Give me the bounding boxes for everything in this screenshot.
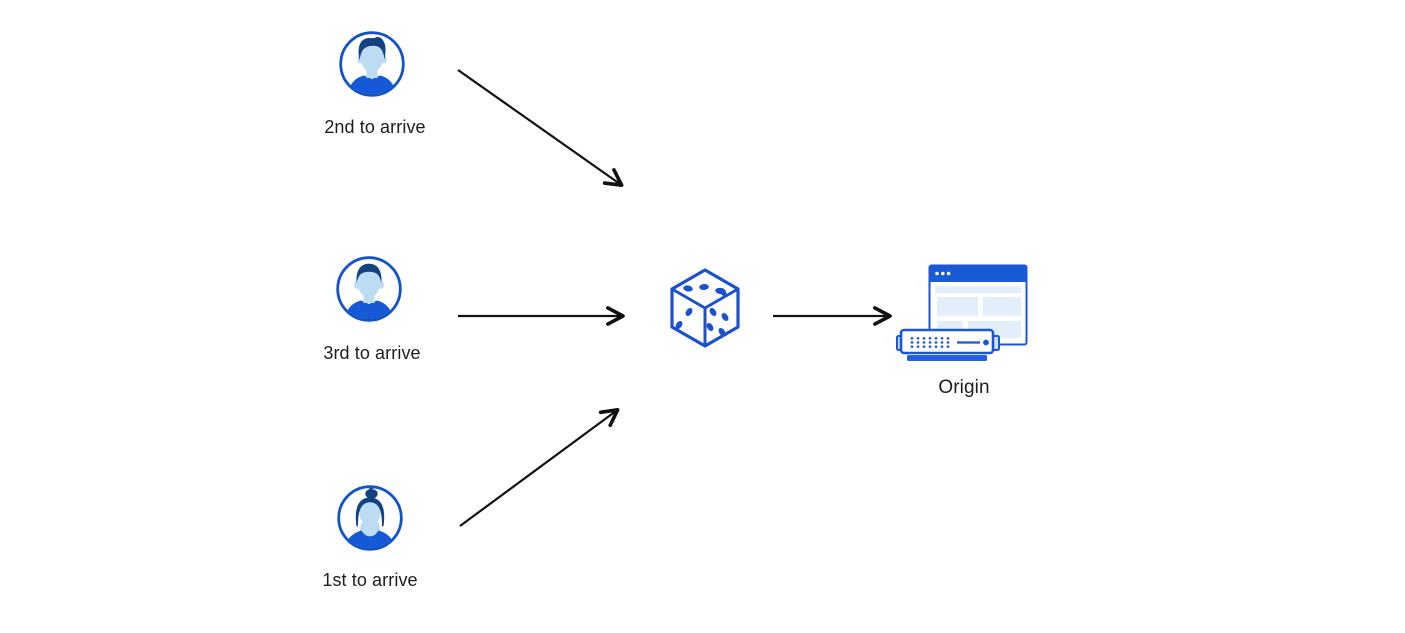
node-visitor-1st xyxy=(337,485,403,556)
node-visitor-2nd xyxy=(339,31,405,102)
browser-window-icon xyxy=(928,264,1028,346)
user-avatar-icon xyxy=(336,256,402,322)
node-origin xyxy=(896,262,1028,369)
node-randomizer xyxy=(668,266,742,357)
dice-icon xyxy=(670,268,740,348)
visitor-1st-label: 1st to arrive xyxy=(322,570,418,590)
visitor-3rd-label: 3rd to arrive xyxy=(323,343,421,363)
visitor-2nd-label: 2nd to arrive xyxy=(324,117,426,137)
server-icon xyxy=(896,328,1000,361)
origin-server-icon xyxy=(896,264,1028,361)
arrow-visitor-2nd-to-dice xyxy=(457,69,624,187)
arrow-visitor-1st-to-dice xyxy=(459,407,620,527)
user-avatar-icon xyxy=(337,485,403,551)
origin-label: Origin xyxy=(938,377,990,398)
user-avatar-icon xyxy=(339,31,405,97)
node-visitor-3rd xyxy=(336,256,402,327)
